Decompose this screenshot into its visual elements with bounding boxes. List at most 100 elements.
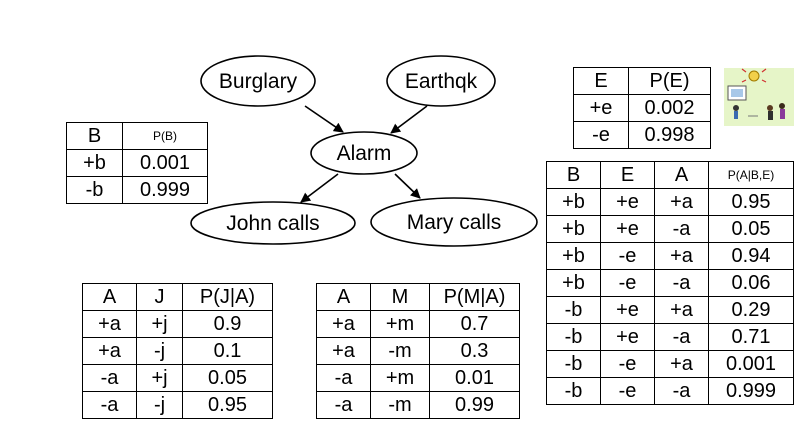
table-row: -a +m 0.01	[316, 364, 520, 392]
edge-earthquake-alarm	[390, 105, 428, 134]
edge-burglary-alarm	[304, 105, 344, 133]
table-cell: -e	[600, 242, 655, 270]
table-row: +a +j 0.9	[82, 310, 273, 338]
table-header-row: B E A P(A|B,E)	[546, 161, 794, 189]
table-cell: +b	[66, 149, 123, 177]
node-mary-calls-label: Mary calls	[407, 211, 502, 234]
column-header: B	[546, 161, 601, 189]
table-cell: +m	[370, 310, 430, 338]
table-row: +b +e +a 0.95	[546, 188, 794, 216]
table-cell: 0.998	[628, 121, 711, 149]
table-cell: -j	[136, 391, 183, 419]
table-cell: +e	[600, 188, 655, 216]
node-alarm-label: Alarm	[337, 142, 392, 165]
table-cell: 0.999	[708, 377, 794, 405]
table-cell: 0.01	[429, 364, 520, 392]
table-header-row: B P(B)	[66, 122, 208, 150]
column-header: A	[82, 283, 137, 311]
table-cell: +a	[316, 310, 371, 338]
table-row: +b -e -a 0.06	[546, 269, 794, 297]
table-cell: +b	[546, 188, 601, 216]
column-header: P(A|B,E)	[708, 161, 794, 189]
table-cell: 0.05	[708, 215, 794, 243]
table-cell: +a	[654, 242, 709, 270]
column-header: E	[600, 161, 655, 189]
table-cell: +a	[82, 337, 137, 365]
table-header-row: E P(E)	[573, 67, 711, 95]
table-cell: -b	[66, 176, 123, 204]
table-row: -b -e +a 0.001	[546, 350, 794, 378]
node-earthquake-label: Earthqk	[405, 70, 478, 93]
table-row: -e 0.998	[573, 121, 711, 149]
house-alarm-scene-icon	[724, 68, 794, 126]
cpt-earthquake: E P(E) +e 0.002 -e 0.998	[573, 67, 711, 149]
table-cell: +b	[546, 215, 601, 243]
table-cell: 0.9	[182, 310, 273, 338]
table-cell: 0.99	[429, 391, 520, 419]
table-cell: 0.999	[122, 176, 208, 204]
table-header-row: A J P(J|A)	[82, 283, 273, 311]
cpt-alarm: B E A P(A|B,E) +b +e +a 0.95 +b +e -a 0.…	[546, 161, 794, 405]
table-row: +a -m 0.3	[316, 337, 520, 365]
table-cell: -e	[600, 350, 655, 378]
table-cell: +b	[546, 242, 601, 270]
table-row: -b -e -a 0.999	[546, 377, 794, 405]
column-header: P(M|A)	[429, 283, 520, 311]
table-cell: +a	[82, 310, 137, 338]
node-burglary: Burglary	[200, 55, 316, 107]
table-cell: -a	[316, 391, 371, 419]
node-earthquake: Earthqk	[386, 55, 496, 107]
table-row: -a -j 0.95	[82, 391, 273, 419]
table-cell: -a	[654, 215, 709, 243]
table-cell: -a	[654, 377, 709, 405]
table-cell: -b	[546, 323, 601, 351]
column-header: J	[136, 283, 183, 311]
table-cell: -e	[600, 269, 655, 297]
table-cell: +e	[573, 94, 629, 122]
table-cell: 0.06	[708, 269, 794, 297]
table-row: +a +m 0.7	[316, 310, 520, 338]
edge-alarm-john	[300, 173, 339, 203]
table-cell: +e	[600, 323, 655, 351]
table-cell: +b	[546, 269, 601, 297]
node-john-calls: John calls	[190, 201, 356, 245]
node-mary-calls: Mary calls	[370, 197, 538, 247]
column-header: B	[66, 122, 123, 150]
table-cell: 0.05	[182, 364, 273, 392]
table-cell: 0.95	[708, 188, 794, 216]
cpt-mary-calls: A M P(M|A) +a +m 0.7 +a -m 0.3 -a +m 0.0…	[316, 283, 520, 419]
table-row: -b +e +a 0.29	[546, 296, 794, 324]
table-row: +b +e -a 0.05	[546, 215, 794, 243]
table-row: -a -m 0.99	[316, 391, 520, 419]
table-cell: 0.71	[708, 323, 794, 351]
table-header-row: A M P(M|A)	[316, 283, 520, 311]
table-row: +a -j 0.1	[82, 337, 273, 365]
table-cell: -a	[654, 323, 709, 351]
table-cell: -b	[546, 377, 601, 405]
table-cell: -a	[82, 391, 137, 419]
table-cell: 0.95	[182, 391, 273, 419]
table-cell: 0.3	[429, 337, 520, 365]
table-row: -b +e -a 0.71	[546, 323, 794, 351]
table-cell: +a	[654, 188, 709, 216]
column-header: E	[573, 67, 629, 95]
node-alarm: Alarm	[310, 131, 418, 175]
table-cell: -m	[370, 337, 430, 365]
column-header: A	[316, 283, 371, 311]
table-cell: -e	[600, 377, 655, 405]
column-header: P(J|A)	[182, 283, 273, 311]
column-header: M	[370, 283, 430, 311]
table-cell: 0.002	[628, 94, 711, 122]
table-cell: +e	[600, 296, 655, 324]
table-row: +e 0.002	[573, 94, 711, 122]
table-row: -b 0.999	[66, 176, 208, 204]
table-cell: 0.001	[708, 350, 794, 378]
table-cell: +a	[316, 337, 371, 365]
table-cell: -a	[654, 269, 709, 297]
table-cell: +a	[654, 296, 709, 324]
table-cell: -m	[370, 391, 430, 419]
table-cell: 0.29	[708, 296, 794, 324]
column-header: P(B)	[122, 122, 208, 150]
cpt-john-calls: A J P(J|A) +a +j 0.9 +a -j 0.1 -a +j 0.0…	[82, 283, 273, 419]
